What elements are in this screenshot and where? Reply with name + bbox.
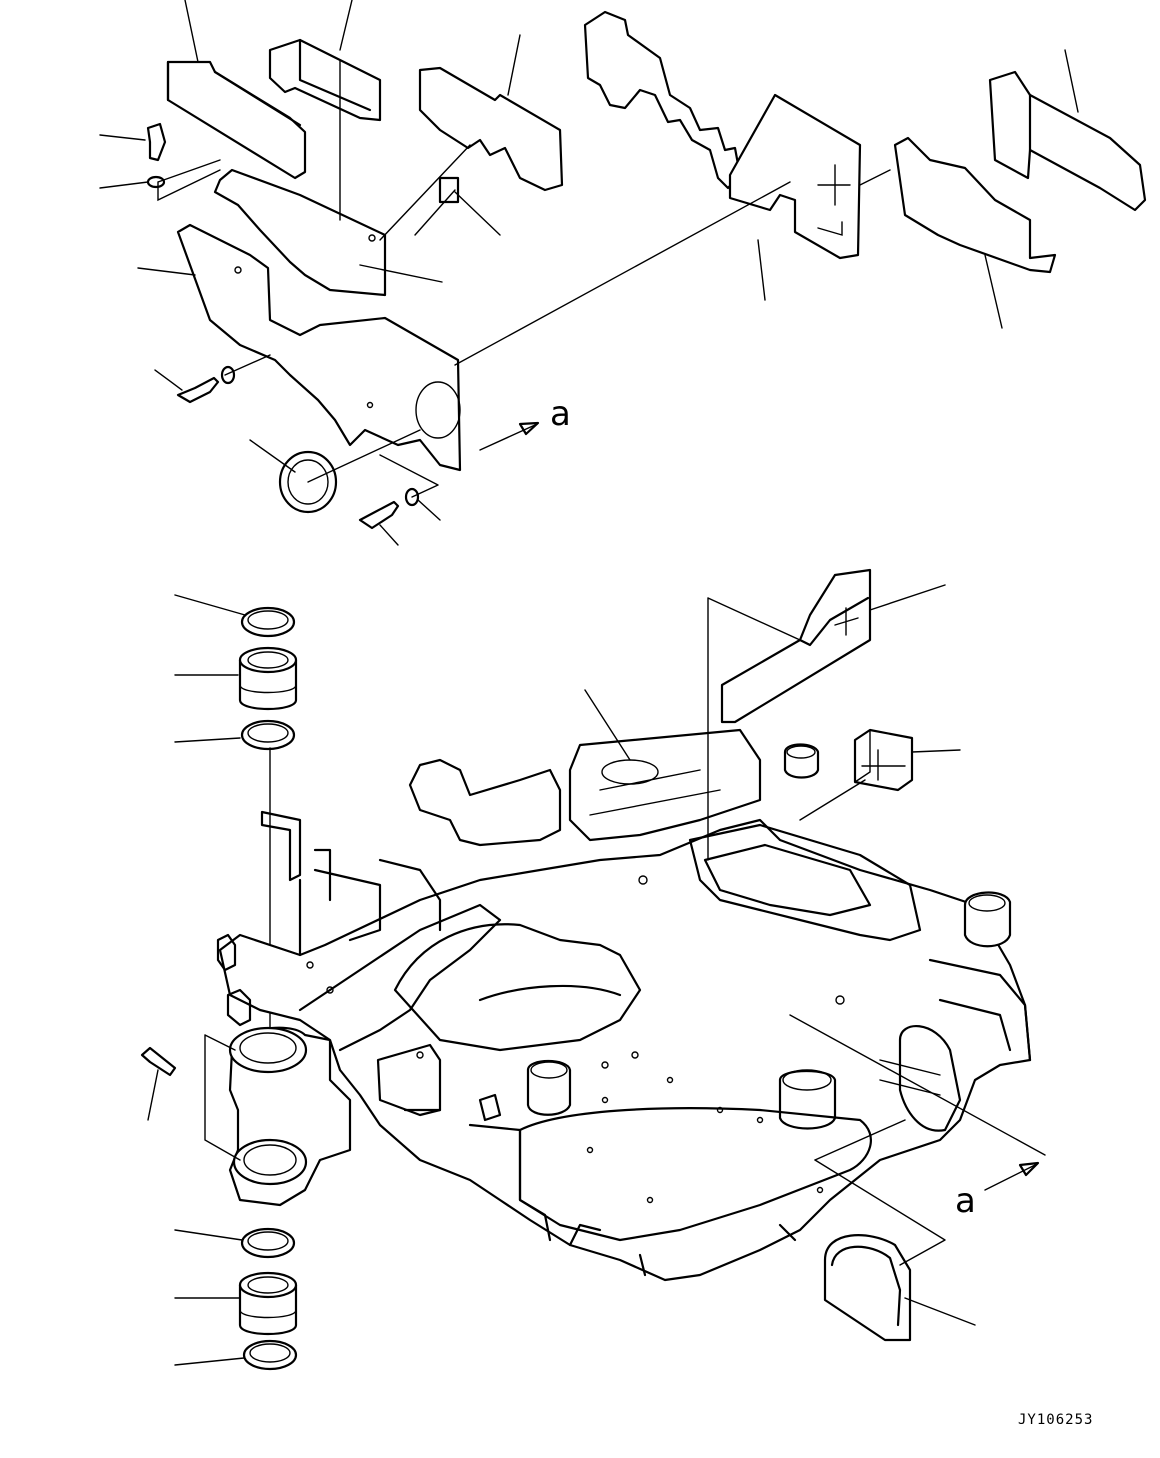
cover-small-square: [438, 176, 460, 204]
sound-plate-right: [893, 136, 1057, 274]
ring-bottom-1: [240, 1227, 296, 1259]
bolt-upper-1: [146, 122, 167, 189]
sound-plate-cross: [728, 93, 862, 260]
view-marker-upper: a: [550, 394, 571, 434]
pad-square: [853, 728, 914, 792]
pad-counterweight: [720, 568, 872, 724]
view-arrow-lower: a: [955, 1161, 1040, 1221]
sound-pad-profile: [418, 66, 564, 192]
leader-lines-upper: [99, 0, 1079, 546]
ring-top-1: [240, 606, 296, 638]
cover-plate-large: [176, 223, 462, 472]
drawing-number: JY106253: [1018, 1412, 1094, 1428]
bushing-top: [238, 646, 298, 710]
view-marker-lower: a: [955, 1181, 976, 1221]
bolt-upper-2: [176, 365, 236, 404]
sound-pad-tall: [583, 10, 742, 190]
view-arrow-upper: a: [479, 394, 571, 451]
leader-lines-bushings: [174, 594, 271, 1366]
ring-bottom-2: [242, 1339, 298, 1371]
sound-pad-c-shape: [268, 38, 382, 122]
revolving-frame: [216, 728, 1032, 1282]
leader-lines-lower: [204, 584, 1046, 1326]
sound-pad-right: [988, 70, 1147, 212]
bushing-bottom: [238, 1271, 298, 1335]
grease-fitting: [140, 1046, 177, 1121]
end-cover-curved: [823, 1234, 912, 1342]
cover-plate-upper: [213, 168, 387, 297]
frame-holes: [306, 875, 845, 1204]
sound-pad-long: [166, 60, 307, 180]
bolt-upper-3: [358, 487, 420, 530]
ring-top-2: [240, 719, 296, 751]
